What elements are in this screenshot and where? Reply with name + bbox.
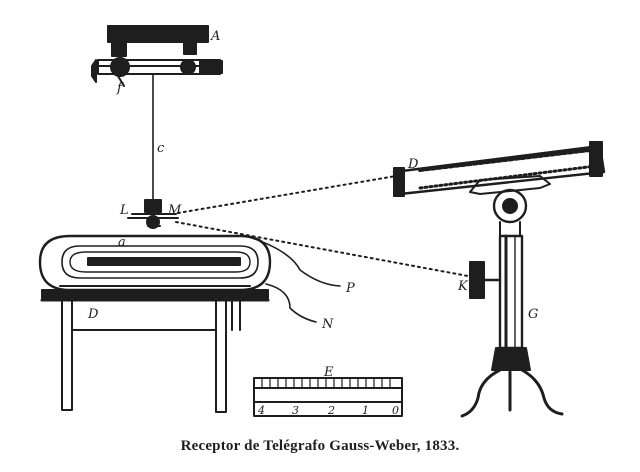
coil	[38, 234, 272, 292]
scale-ruler	[253, 377, 403, 417]
label-D-table: D	[87, 307, 99, 322]
label-c: c	[157, 141, 165, 156]
label-M: M	[167, 203, 182, 218]
suspension-bracket	[91, 25, 223, 87]
telescope	[392, 141, 606, 197]
scale-tick-label: 3	[292, 404, 299, 417]
scale-tick-label: 2	[327, 404, 335, 417]
telescope-stand	[460, 188, 564, 418]
label-f: f	[116, 81, 124, 96]
figure-caption: Receptor de Telégrafo Gauss-Weber, 1833.	[180, 438, 460, 454]
label-N: N	[321, 317, 334, 332]
label-E: E	[323, 365, 334, 380]
label-K: K	[457, 279, 469, 294]
wires	[245, 235, 341, 323]
scale-tick-label: 0	[392, 404, 399, 417]
scale-tick-label: 1	[362, 404, 369, 417]
label-D-telescope: D	[407, 157, 419, 172]
scale-tick-label: 4	[257, 404, 265, 417]
label-P: P	[345, 281, 355, 296]
label-a: a	[118, 235, 126, 250]
label-G: G	[528, 307, 538, 322]
label-A: A	[210, 29, 220, 44]
label-L: L	[119, 203, 129, 218]
table	[40, 289, 270, 413]
sight-lines	[171, 175, 469, 277]
mirror-assembly	[127, 199, 179, 229]
